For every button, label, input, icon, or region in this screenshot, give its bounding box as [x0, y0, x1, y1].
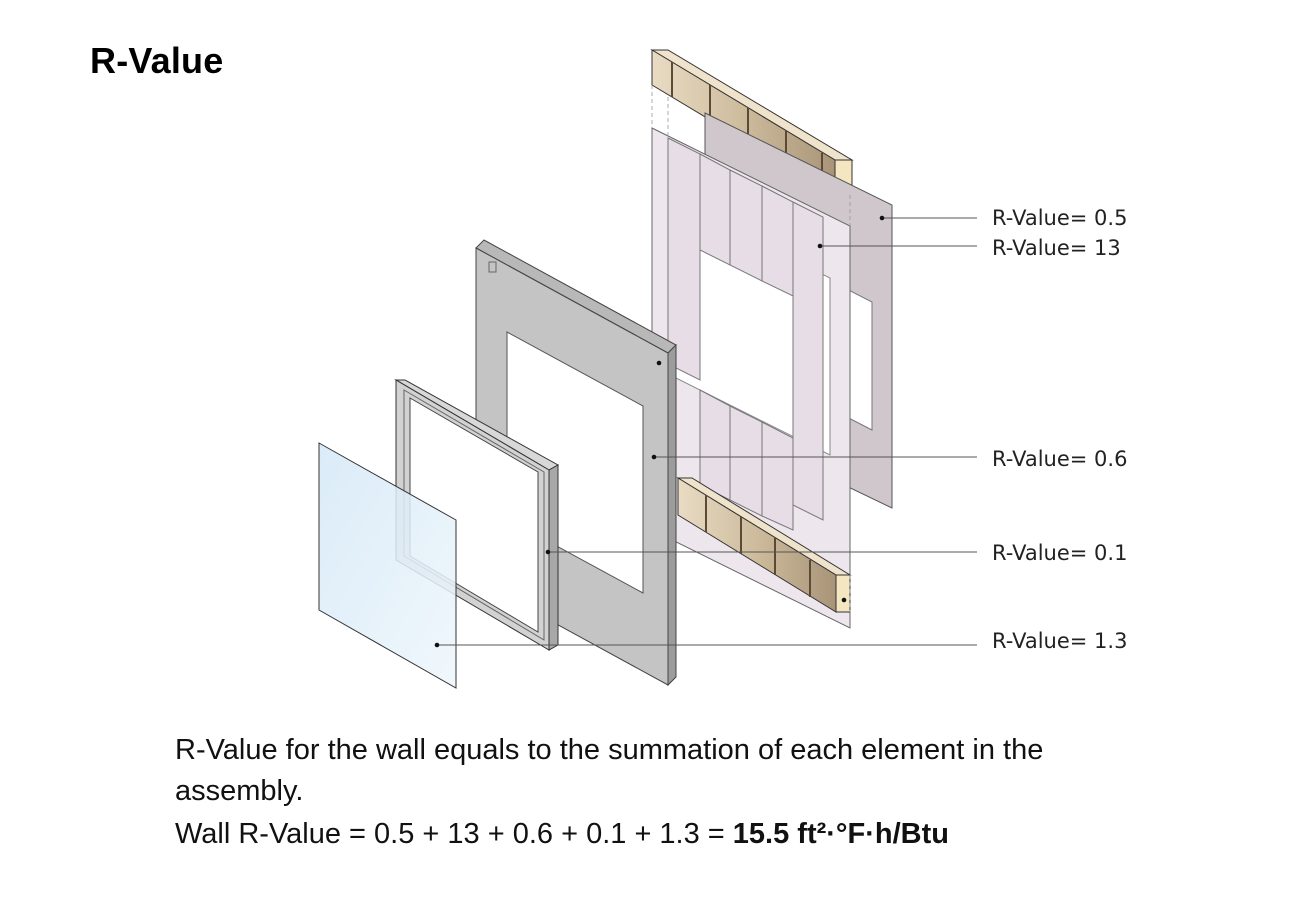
- concrete-r-value-label: R-Value= 0.6: [992, 447, 1127, 471]
- glass-pane: [318, 442, 457, 689]
- glass-r-value-label: R-Value= 1.3: [992, 629, 1127, 653]
- leader-lines: [437, 217, 977, 646]
- leader-dots: [434, 215, 885, 648]
- insulation-r-value-label: R-Value= 13: [992, 236, 1121, 260]
- page-title: R-Value: [90, 40, 224, 81]
- alignment-guides: [651, 85, 851, 612]
- sheathing-r-value-label: R-Value= 0.5: [992, 206, 1127, 230]
- equation: Wall R-Value = 0.5 + 13 + 0.6 + 0.1 + 1.…: [175, 818, 949, 851]
- equation-expression: Wall R-Value = 0.5 + 13 + 0.6 + 0.1 + 1.…: [175, 818, 733, 850]
- frame-r-value-label: R-Value= 0.1: [992, 541, 1127, 565]
- equation-result: 15.5 ft²·°F·h/Btu: [732, 818, 949, 850]
- caption-text: R-Value for the wall equals to the summa…: [175, 734, 1044, 807]
